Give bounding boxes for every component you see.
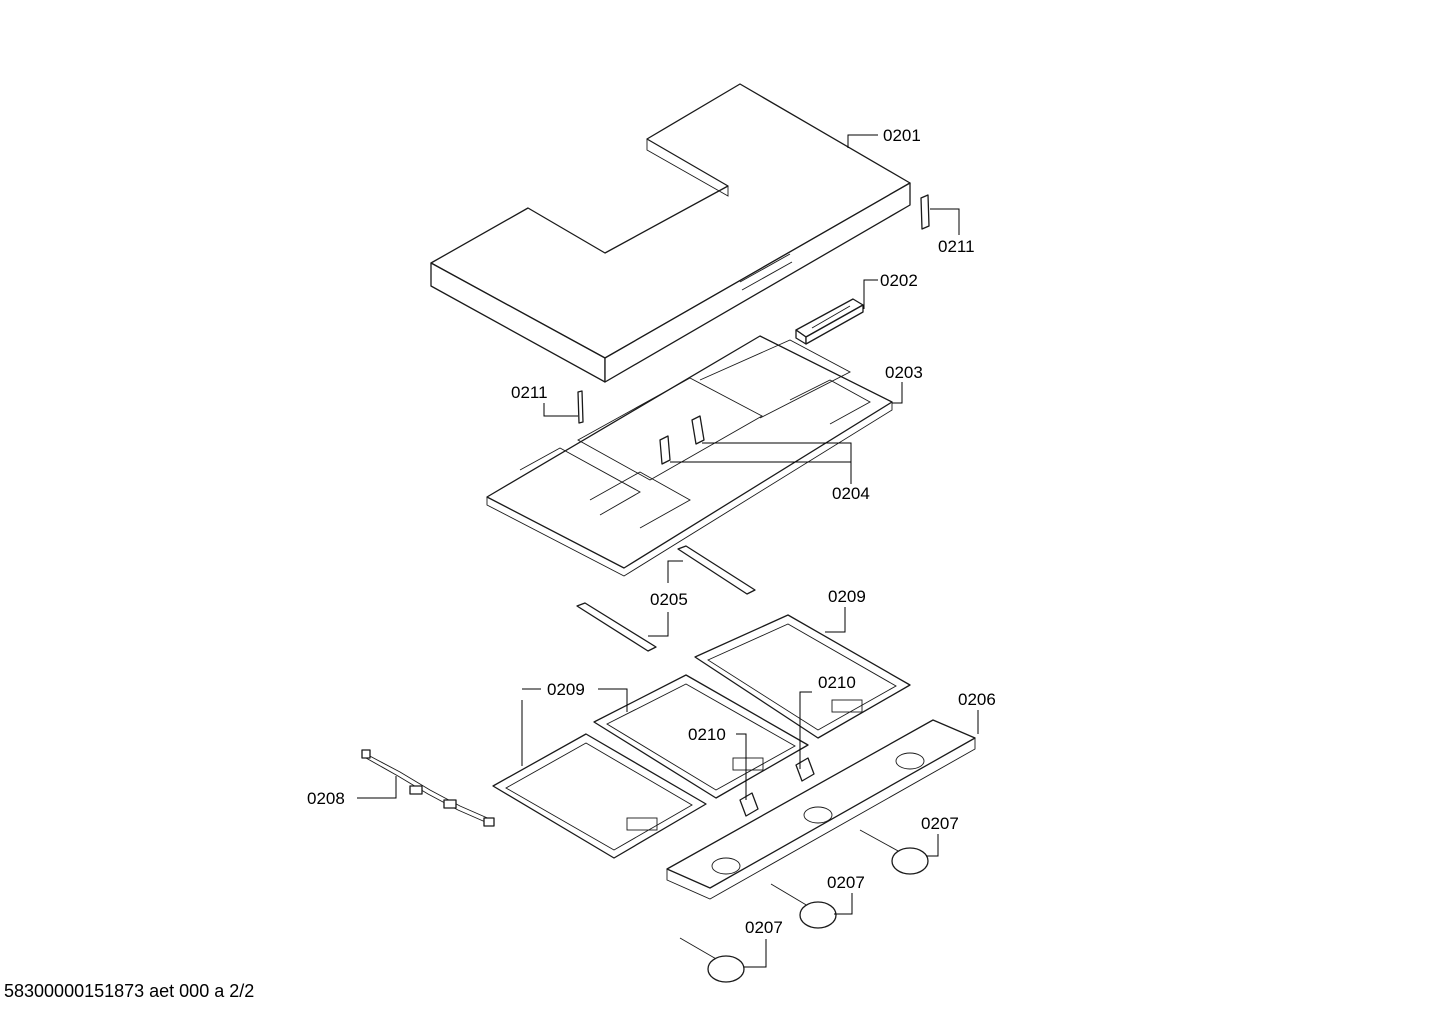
part-0209-filter-left <box>492 733 707 859</box>
part-0207-knob-c <box>679 937 745 983</box>
label-0211-mid: 0211 <box>511 383 548 402</box>
part-0209-filter-middle <box>593 674 809 799</box>
label-0206: 0206 <box>958 690 996 709</box>
part-0204-bracket-b <box>691 415 705 445</box>
part-0204-bracket-a <box>659 435 671 465</box>
part-0205-rail-upper <box>677 545 756 595</box>
label-0207-a: 0207 <box>921 814 959 833</box>
leader-lines <box>357 134 979 968</box>
label-0210-right: 0210 <box>818 673 856 692</box>
label-0207-b: 0207 <box>827 873 865 892</box>
part-0201-canopy <box>430 83 911 383</box>
label-0202: 0202 <box>880 271 918 290</box>
label-0208: 0208 <box>307 789 345 808</box>
label-0210-left: 0210 <box>688 725 726 744</box>
part-0211-clip-left <box>577 390 584 424</box>
part-0209-filter-right <box>694 614 911 739</box>
part-0207-knob-a <box>859 829 929 875</box>
label-0205: 0205 <box>650 590 688 609</box>
part-0203-housing <box>486 335 893 577</box>
part-0206-control-panel <box>666 719 976 900</box>
part-0210-latch-left <box>739 792 759 817</box>
label-0211-top: 0211 <box>938 237 975 256</box>
label-0203: 0203 <box>885 363 923 382</box>
part-0210-latch-right <box>795 757 815 782</box>
label-0201: 0201 <box>883 126 921 145</box>
label-0209-right: 0209 <box>828 587 866 606</box>
label-0204: 0204 <box>832 484 870 503</box>
part-0205-rail-lower <box>576 602 657 652</box>
label-0207-c: 0207 <box>745 918 783 937</box>
document-footer-id: 58300000151873 aet 000 a 2/2 <box>4 981 255 1001</box>
part-0207-knob-b <box>770 883 837 929</box>
label-0209-left: 0209 <box>547 680 585 699</box>
part-0211-clip-right <box>920 194 930 230</box>
part-0208-wiring-harness <box>361 749 495 827</box>
part-0202-switch-module <box>795 298 864 345</box>
part-labels: 0201 0211 0202 0211 0203 0204 0205 0209 … <box>307 126 996 937</box>
